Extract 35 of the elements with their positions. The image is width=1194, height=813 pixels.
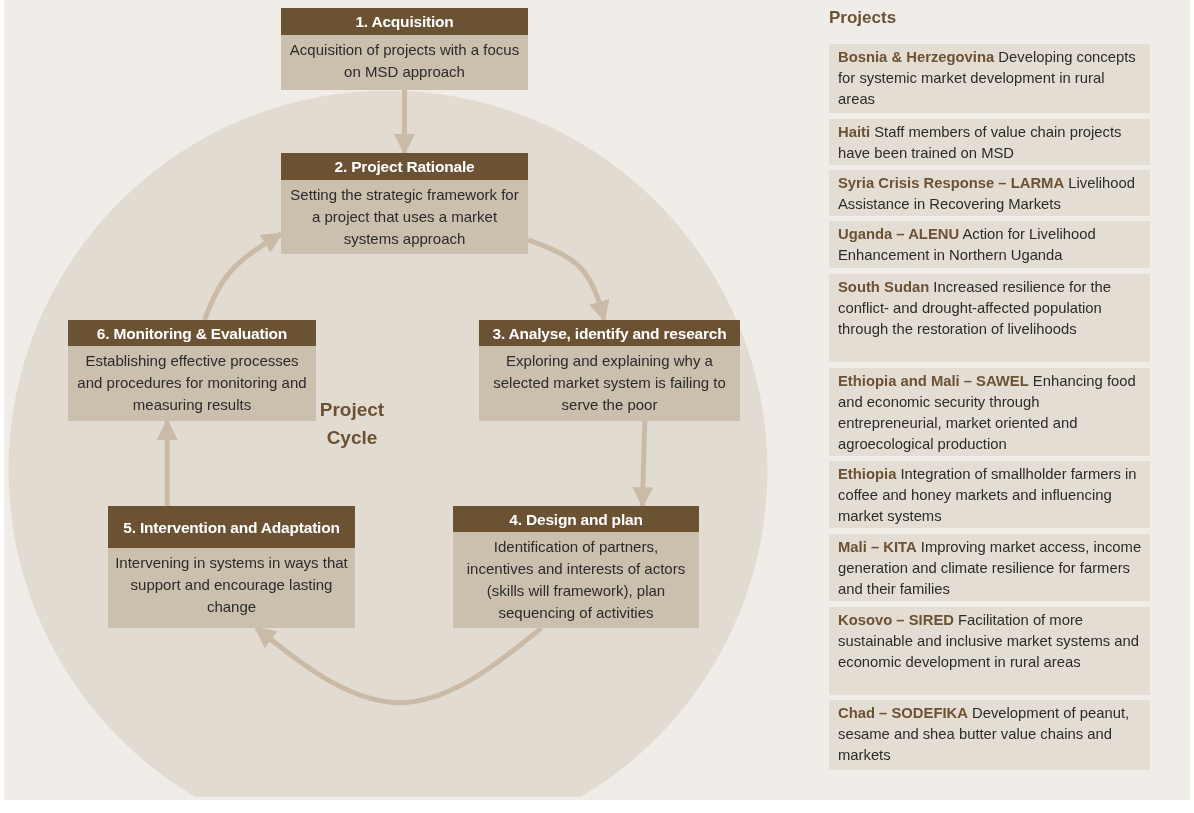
project-description: Kosovo – SIRED Facilitation of more sustainable and inclusive market systems and economic development in rural areas bbox=[838, 611, 1141, 672]
project-description: Syria Crisis Response – LARMA Livelihood Assistance in Recovering Markets bbox=[838, 174, 1136, 214]
cycle-title: Project Cycle bbox=[318, 398, 386, 450]
step-box bbox=[108, 506, 355, 628]
step-box bbox=[281, 8, 528, 90]
project-description: Mali – KITA Improving market access, income generation and climate resilience for farmers and their families bbox=[838, 538, 1142, 599]
cycle-arrow bbox=[254, 626, 544, 706]
step-heading: 4. Design and plan bbox=[453, 506, 699, 532]
project-description: Chad – SODEFIKA Development of peanut, sesame and shea butter value chains and markets bbox=[838, 704, 1131, 765]
step-box bbox=[281, 153, 528, 254]
project-description: South Sudan Increased resilience for the conflict- and drought-affected population through the restoration of livelihoods bbox=[838, 278, 1113, 339]
step-heading: 2. Project Rationale bbox=[281, 153, 528, 180]
project-description: Ethiopia and Mali – SAWEL Enhancing food and economic security through entrepreneurial, market oriented and agroecological production bbox=[838, 372, 1137, 454]
step-description: Exploring and explaining why a selected market system is failing to serve the poor bbox=[479, 346, 740, 421]
step-description: Acquisition of projects with a focus on MSD approach bbox=[281, 35, 528, 90]
step-description: Identification of partners, incentives and interests of actors (skills will framework), plan sequencing of activities bbox=[453, 532, 699, 628]
project-description: Uganda – ALENU Action for Livelihood Enhancement in Northern Uganda bbox=[838, 225, 1097, 265]
step-box bbox=[479, 320, 740, 421]
step-description: Setting the strategic framework for a project that uses a market systems approach bbox=[281, 180, 528, 254]
cycle-arrow bbox=[632, 420, 654, 509]
step-heading: 3. Analyse, identify and research bbox=[479, 320, 740, 346]
section-heading: Projects bbox=[829, 8, 897, 28]
step-box bbox=[453, 506, 699, 628]
cycle-arrow bbox=[202, 231, 283, 321]
step-heading: 6. Monitoring & Evaluation bbox=[68, 320, 316, 346]
project-description: Haiti Staff members of value chain projects have been trained on MSD bbox=[838, 123, 1123, 163]
project-description: Bosnia & Herzegovina Developing concepts for systemic market development in rural areas bbox=[838, 48, 1137, 109]
step-description: Establishing effective processes and procedures for monitoring and measuring results bbox=[68, 346, 316, 421]
cycle-arrow bbox=[394, 90, 415, 156]
project-description: Ethiopia Integration of smallholder farmers in coffee and honey markets and influencing market systems bbox=[838, 465, 1138, 526]
cycle-arrow bbox=[527, 237, 610, 322]
step-heading: 5. Intervention and Adaptation bbox=[108, 506, 355, 548]
step-box bbox=[68, 320, 316, 421]
step-description: Intervening in systems in ways that support and encourage lasting change bbox=[108, 548, 355, 628]
step-heading: 1. Acquisition bbox=[281, 8, 528, 35]
